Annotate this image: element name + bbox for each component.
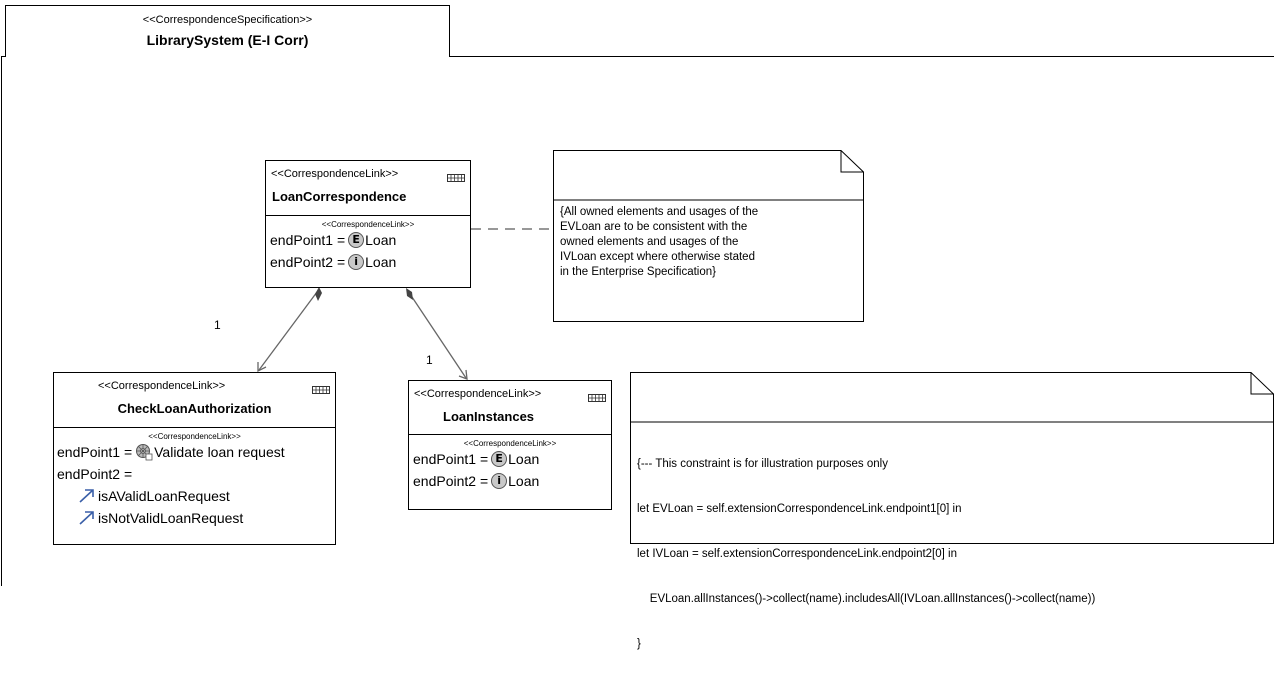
loan-instances-header: <<CorrespondenceLink>> LoanInstances bbox=[409, 381, 611, 435]
note-line: owned elements and usages of the bbox=[560, 236, 739, 248]
control-flow-arrow-icon bbox=[79, 511, 94, 525]
diagram-frame bbox=[1, 56, 1274, 586]
check-loan-endpoint2-item-2[interactable]: isNotValidLoanRequest bbox=[78, 507, 335, 529]
endpoint1-label: endPoint1 = bbox=[57, 444, 133, 460]
note-shape bbox=[630, 372, 1274, 544]
endpoint1-value: Validate loan request bbox=[154, 444, 285, 460]
frame-stereotype: <<CorrespondenceSpecification>> bbox=[142, 14, 313, 26]
note-line: EVLoan are to be consistent with the bbox=[560, 221, 748, 233]
information-badge-icon: i bbox=[491, 473, 508, 489]
endpoint1-value: Loan bbox=[508, 451, 540, 467]
endpoint1-label: endPoint1 = bbox=[270, 232, 346, 248]
connectors-layer bbox=[257, 228, 554, 380]
multiplicity-left: 1 bbox=[214, 318, 221, 332]
note-line: IVLoan except where otherwise stated bbox=[560, 251, 755, 263]
loan-correspondence-stereotype: <<CorrespondenceLink>> bbox=[271, 168, 399, 180]
arrowhead-instances bbox=[458, 369, 468, 380]
enterprise-badge-icon: E bbox=[491, 451, 508, 467]
loan-correspondence-slot-stereotype: <<CorrespondenceLink>> bbox=[321, 220, 415, 229]
enterprise-badge-icon: E bbox=[348, 232, 365, 248]
grid-icon bbox=[312, 386, 330, 394]
multiplicity-right: 1 bbox=[426, 353, 433, 367]
constraint-note-text: {--- This constraint is for illustration… bbox=[637, 427, 1095, 682]
endpoint2-label: endPoint2 = bbox=[270, 254, 346, 270]
loan-correspondence-header: <<CorrespondenceLink>> LoanCorrespondenc… bbox=[266, 161, 470, 216]
endpoint2-item-2-value: isNotValidLoanRequest bbox=[98, 510, 244, 526]
note-line: {--- This constraint is for illustration… bbox=[637, 458, 888, 470]
loan-correspondence-box[interactable]: <<CorrespondenceLink>> LoanCorrespondenc… bbox=[265, 160, 471, 288]
check-loan-slot-stereotype: <<CorrespondenceLink>> bbox=[148, 432, 241, 441]
arrowhead-check bbox=[257, 362, 267, 373]
loan-correspondence-endpoint1[interactable]: endPoint1 = E Loan bbox=[270, 229, 470, 251]
endpoint1-value: Loan bbox=[365, 232, 397, 248]
loan-instances-stereotype: <<CorrespondenceLink>> bbox=[414, 388, 542, 400]
loan-instances-title: LoanInstances bbox=[443, 409, 535, 424]
check-loan-title: CheckLoanAuthorization bbox=[117, 401, 272, 416]
activity-gear-icon bbox=[136, 444, 153, 461]
note-line: {All owned elements and usages of the bbox=[560, 206, 759, 218]
control-flow-arrow-icon bbox=[79, 489, 94, 503]
loan-correspondence-title: LoanCorrespondence bbox=[272, 189, 407, 204]
frame-title: LibrarySystem (E-I Corr) bbox=[146, 32, 309, 48]
composition-line-check[interactable] bbox=[258, 291, 318, 371]
endpoint2-value: Loan bbox=[365, 254, 397, 270]
endpoint2-label: endPoint2 = bbox=[413, 473, 489, 489]
loan-instances-slot-stereotype: <<CorrespondenceLink>> bbox=[463, 439, 557, 448]
note-line: let IVLoan = self.extensionCorrespondenc… bbox=[637, 548, 957, 560]
grid-icon bbox=[447, 174, 465, 182]
information-badge-icon: i bbox=[348, 254, 365, 270]
note-line: in the Enterprise Specification} bbox=[560, 266, 716, 278]
composition-line-instances[interactable] bbox=[409, 293, 467, 379]
check-loan-stereotype: <<CorrespondenceLink>> bbox=[98, 380, 226, 392]
check-loan-header: <<CorrespondenceLink>> CheckLoanAuthoriz… bbox=[54, 373, 335, 428]
loan-correspondence-endpoint2[interactable]: endPoint2 = i Loan bbox=[270, 251, 470, 273]
endpoint1-label: endPoint1 = bbox=[413, 451, 489, 467]
consistency-note[interactable]: {All owned elements and usages of the EV… bbox=[553, 150, 864, 322]
grid-icon bbox=[588, 394, 606, 402]
check-loan-endpoint2-item-1[interactable]: isAValidLoanRequest bbox=[78, 485, 335, 507]
consistency-note-text: {All owned elements and usages of the EV… bbox=[560, 205, 758, 280]
endpoint2-item-1-value: isAValidLoanRequest bbox=[98, 488, 230, 504]
check-loan-authorization-box[interactable]: <<CorrespondenceLink>> CheckLoanAuthoriz… bbox=[53, 372, 336, 545]
check-loan-endpoint1[interactable]: endPoint1 = Validate loan request bbox=[57, 441, 335, 463]
constraint-note[interactable]: {--- This constraint is for illustration… bbox=[630, 372, 1274, 650]
diagram-frame-tab[interactable]: <<CorrespondenceSpecification>> LibraryS… bbox=[5, 5, 450, 57]
note-line: } bbox=[637, 638, 641, 650]
note-line: EVLoan.allInstances()->collect(name).inc… bbox=[637, 593, 1096, 605]
endpoint2-value: Loan bbox=[508, 473, 540, 489]
note-shape bbox=[553, 150, 864, 322]
loan-instances-box[interactable]: <<CorrespondenceLink>> LoanInstances <<C… bbox=[408, 380, 612, 510]
composition-diamond-instances bbox=[406, 288, 413, 300]
endpoint2-label: endPoint2 = bbox=[57, 466, 133, 482]
composition-diamond-check bbox=[315, 287, 322, 301]
note-line: let EVLoan = self.extensionCorrespondenc… bbox=[637, 503, 962, 515]
check-loan-endpoint2[interactable]: endPoint2 = bbox=[57, 463, 335, 485]
loan-instances-endpoint1[interactable]: endPoint1 = E Loan bbox=[413, 448, 611, 470]
loan-instances-endpoint2[interactable]: endPoint2 = i Loan bbox=[413, 470, 611, 492]
